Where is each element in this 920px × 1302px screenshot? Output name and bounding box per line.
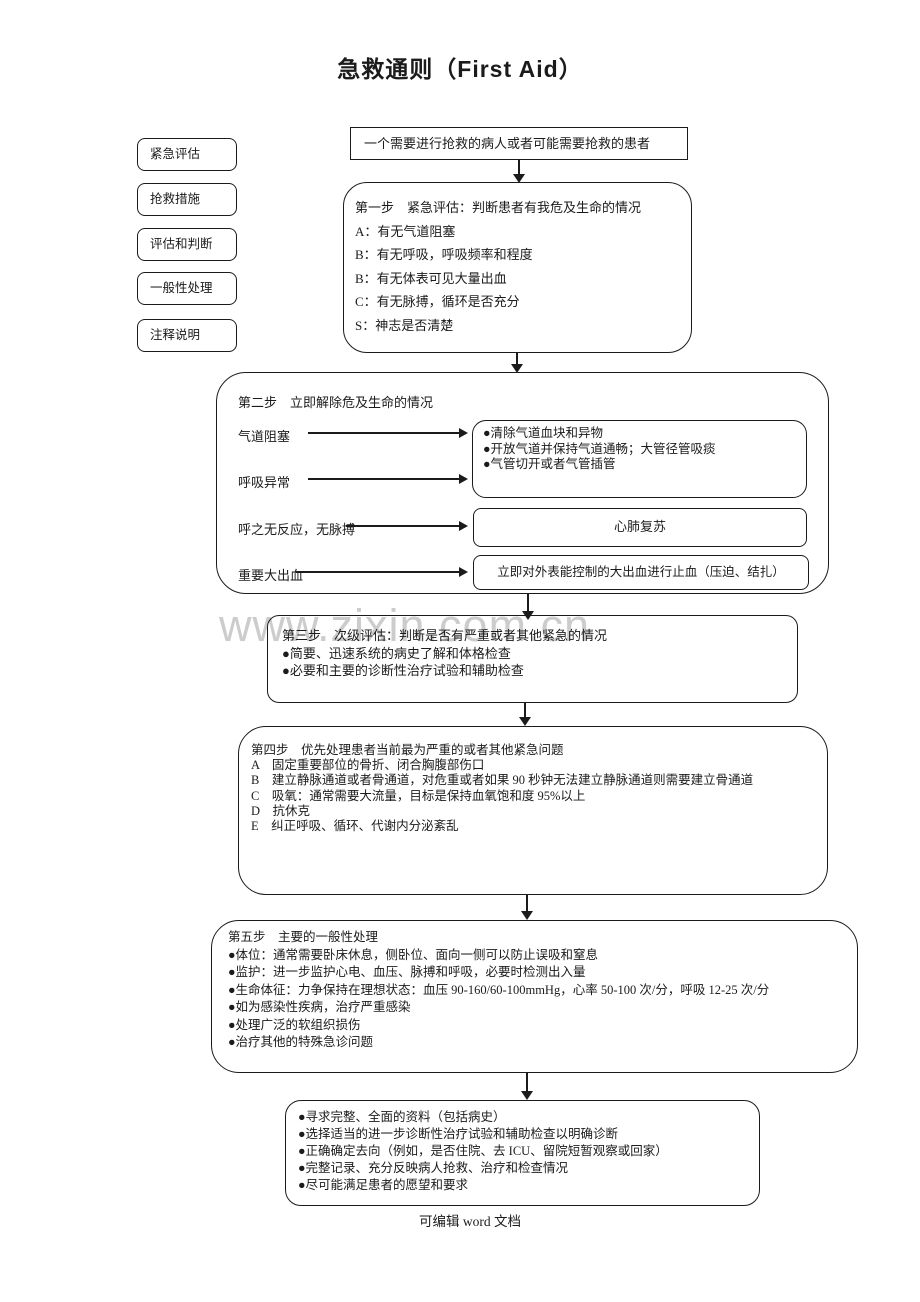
step4-line-a: A 固定重要部位的骨折、闭合胸腹部伤口 [251, 758, 485, 773]
legend-item-notes: 注释说明 [137, 319, 237, 352]
step2-label-major-bleeding: 重要大出血 [238, 568, 304, 583]
step4-line-e: E 纠正呼吸、循环、代谢内分泌紊乱 [251, 819, 459, 834]
step3-node: 第三步 次级评估：判断是否有严重或者其他紧急的情况 ●简要、迅速系统的病史了解和… [267, 615, 798, 703]
final-line-complete-data: ●寻求完整、全面的资料（包括病史） [298, 1110, 506, 1124]
step2-label-airway-obstruction: 气道阻塞 [238, 429, 291, 444]
arrow-step4-to-step5 [526, 895, 528, 911]
arrow-pulse-to-cpr [346, 525, 459, 527]
step4-line-b: B 建立静脉通道或者骨通道，对危重或者如果 90 秒钟无法建立静脉通道则需要建立… [251, 773, 754, 788]
step5-line-soft-tissue: ●处理广泛的软组织损伤 [228, 1017, 361, 1032]
final-line-further-tests: ●选择适当的进一步诊断性治疗试验和辅助检查以明确诊断 [298, 1127, 619, 1141]
step2-label-abnormal-breathing: 呼吸异常 [238, 475, 291, 490]
step5-line-monitoring: ●监护：进一步监护心电、血压、脉搏和呼吸，必要时检测出入量 [228, 965, 586, 979]
step4-title: 第四步 优先处理患者当前最为严重的或者其他紧急问题 [251, 743, 564, 757]
step1-line-airway: A：有无气道阻塞 [355, 223, 456, 239]
step3-line-history-exam: ●简要、迅速系统的病史了解和体格检查 [282, 645, 511, 661]
arrow-bleeding-to-hemostasis [296, 571, 459, 573]
step1-line-consciousness: S：神志是否清楚 [355, 317, 454, 333]
airway-action-intubation: ●气管切开或者气管插管 [483, 457, 616, 472]
final-line-patient-wishes: ●尽可能满足患者的愿望和要求 [298, 1178, 469, 1192]
step1-line-breathing: B：有无呼吸，呼吸频率和程度 [355, 247, 533, 263]
step3-title: 第三步 次级评估：判断是否有严重或者其他紧急的情况 [282, 628, 608, 643]
arrow-breathing-to-actions [308, 478, 459, 480]
arrow-start-to-step1 [518, 159, 520, 174]
step5-title: 第五步 主要的一般性处理 [228, 930, 379, 944]
arrow-step1-to-step2 [516, 353, 518, 364]
step2-hemostasis-node: 立即对外表能控制的大出血进行止血（压迫、结扎） [473, 555, 809, 590]
flow-start-node: 一个需要进行抢救的病人或者可能需要抢救的患者 [350, 127, 688, 160]
step2-title: 第二步 立即解除危及生命的情况 [238, 395, 434, 410]
step4-line-d: D 抗休克 [251, 803, 311, 818]
step1-line-bleeding: B：有无体表可见大量出血 [355, 270, 507, 286]
step5-line-position: ●体位：通常需要卧床休息，侧卧位、面向一侧可以防止误吸和窒息 [228, 947, 599, 962]
airway-action-clear: ●清除气道血块和异物 [483, 426, 604, 440]
arrow-step3-to-step4 [524, 703, 526, 717]
step2-cpr-node: 心肺复苏 [473, 508, 807, 547]
step2-label-no-response-no-pulse: 呼之无反应，无脉搏 [238, 522, 356, 537]
step1-line-circulation: C：有无脉搏，循环是否充分 [355, 294, 520, 310]
final-line-records: ●完整记录、充分反映病人抢救、治疗和检查情况 [298, 1161, 569, 1175]
page-title: 急救通则（First Aid） [337, 56, 583, 82]
final-line-disposition: ●正确确定去向（例如，是否住院、去 ICU、留院短暂观察或回家） [298, 1144, 668, 1158]
step2-airway-actions-node: ●清除气道血块和异物 ●开放气道并保持气道通畅；大管径管吸痰 ●气管切开或者气管… [472, 420, 807, 498]
footer-note: 可编辑 word 文档 [419, 1214, 521, 1229]
arrow-step2-to-step3 [527, 594, 529, 611]
final-node: ●寻求完整、全面的资料（包括病史） ●选择适当的进一步诊断性治疗试验和辅助检查以… [285, 1100, 760, 1206]
legend-item-evaluation-judgement: 评估和判断 [137, 228, 237, 261]
step5-node: 第五步 主要的一般性处理 ●体位：通常需要卧床休息，侧卧位、面向一侧可以防止误吸… [211, 920, 858, 1073]
step4-line-c: C 吸氧：通常需要大流量，目标是保持血氧饱和度 95%以上 [251, 788, 586, 803]
step1-node: 第一步 紧急评估：判断患者有我危及生命的情况 A：有无气道阻塞 B：有无呼吸，呼… [343, 182, 692, 353]
step1-title: 第一步 紧急评估：判断患者有我危及生命的情况 [355, 200, 642, 215]
step3-line-diagnostic-tests: ●必要和主要的诊断性治疗试验和辅助检查 [282, 663, 524, 679]
step5-line-vital-signs: ●生命体征：力争保持在理想状态：血压 90-160/60-100mmHg，心率 … [228, 982, 770, 997]
legend-item-rescue-measures: 抢救措施 [137, 183, 237, 216]
arrow-airway-to-actions [308, 432, 459, 434]
legend-item-emergency-assessment: 紧急评估 [137, 138, 237, 171]
step4-node: 第四步 优先处理患者当前最为严重的或者其他紧急问题 A 固定重要部位的骨折、闭合… [238, 726, 828, 895]
arrow-step5-to-final [526, 1073, 528, 1091]
airway-action-open: ●开放气道并保持气道通畅；大管径管吸痰 [483, 441, 716, 456]
step5-line-infection: ●如为感染性疾病，治疗严重感染 [228, 1000, 411, 1014]
legend-item-general-handling: 一般性处理 [137, 272, 237, 305]
step5-line-other-issues: ●治疗其他的特殊急诊问题 [228, 1035, 374, 1049]
